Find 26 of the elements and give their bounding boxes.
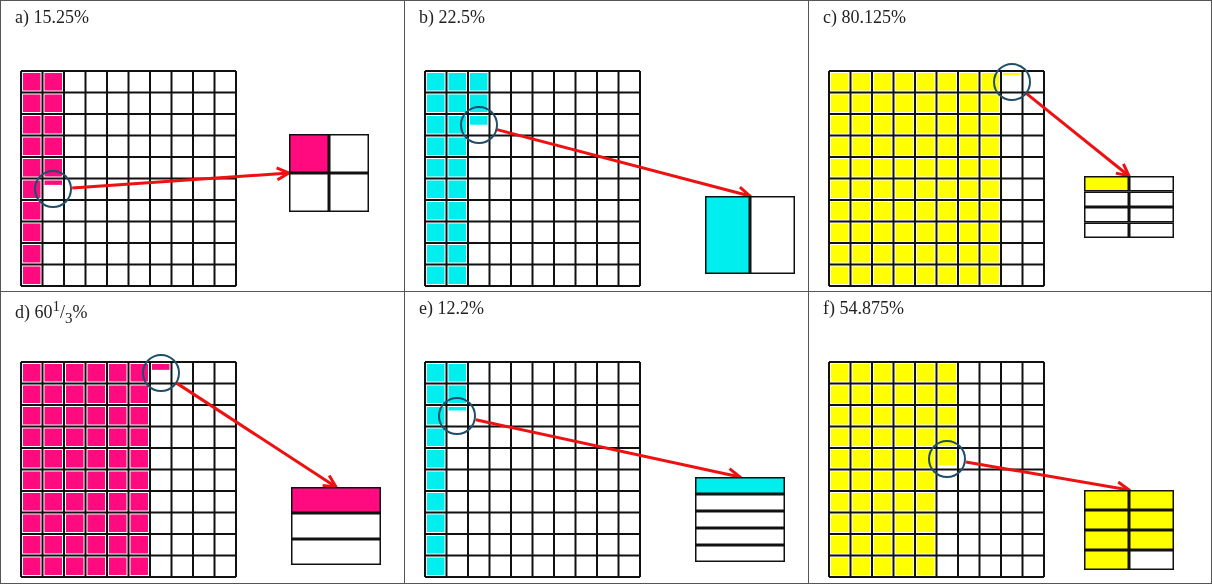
grid-panel [808, 0, 1212, 293]
percent-label: d) 60$^{1}$/$_{3}$% [15, 298, 88, 327]
zoomed-square [1084, 176, 1174, 238]
highlight-circle [141, 353, 180, 392]
grid-panel [404, 291, 809, 584]
zoomed-square [289, 134, 369, 212]
highlight-circle [34, 170, 73, 209]
highlight-circle [438, 396, 477, 435]
zoomed-square [695, 477, 785, 562]
percent-label: a) 15.25% [15, 7, 89, 28]
grid-panel [808, 291, 1212, 584]
percent-label: c) 80.125% [823, 7, 906, 28]
percent-label: b) 22.5% [419, 7, 485, 28]
highlight-circle [928, 439, 967, 478]
highlight-circle [459, 105, 498, 144]
highlight-circle [992, 62, 1031, 101]
percent-label: f) 54.875% [823, 298, 904, 319]
percent-label: e) 12.2% [419, 298, 484, 319]
arrow [175, 381, 338, 489]
grid-panel [0, 0, 405, 293]
arrow [72, 166, 291, 190]
zoomed-square [1084, 490, 1174, 570]
arrow [1025, 92, 1131, 178]
grid-panel [0, 291, 405, 584]
zoomed-square [705, 196, 795, 274]
zoomed-square [291, 487, 381, 565]
